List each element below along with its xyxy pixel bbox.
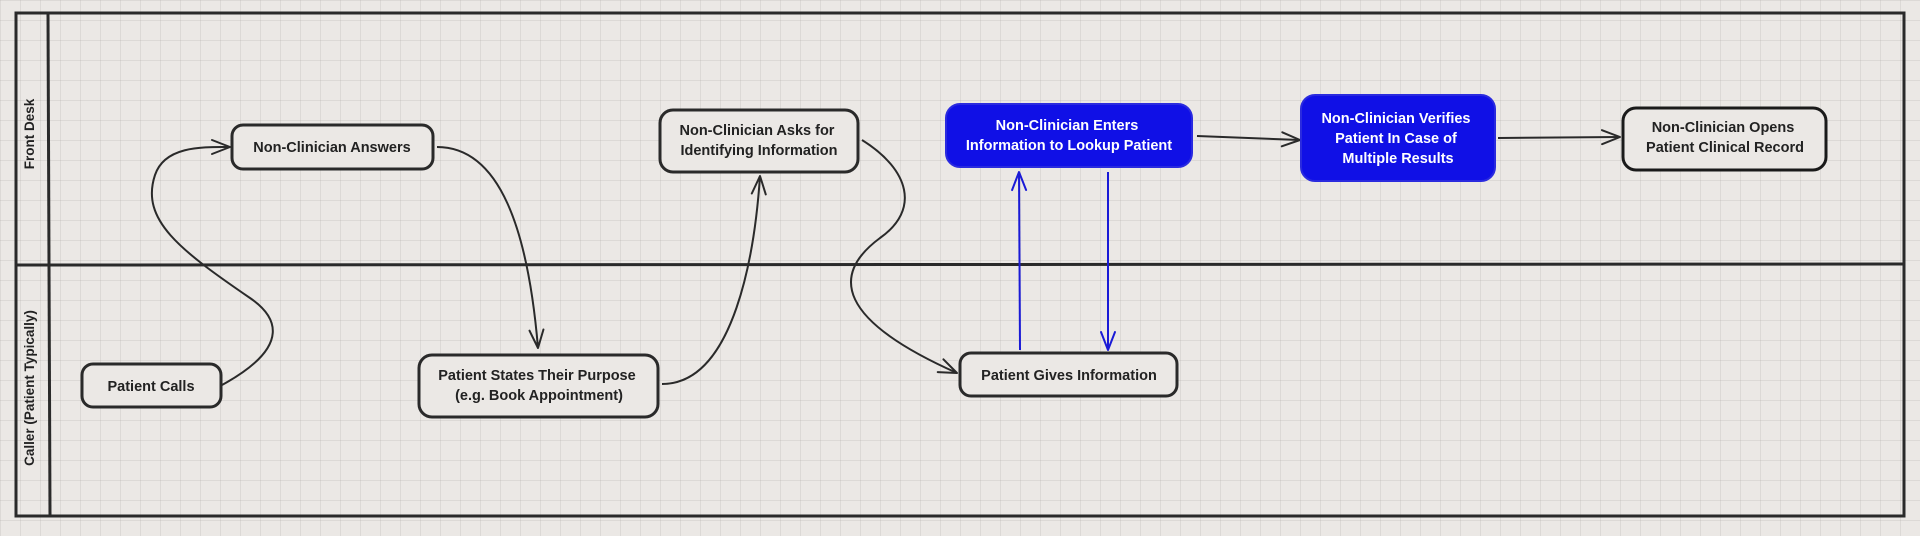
node-patient-states-purpose-line-1: Patient States Their Purpose [438,368,635,384]
edge-enters-to-verifies [1196,131,1301,148]
edge-answers-to-states-purpose [436,146,545,349]
edge-states-purpose-to-asks [661,175,767,385]
node-non-clinician-asks-line-2: Identifying Information [680,143,837,159]
node-non-clinician-verifies-line-3: Multiple Results [1342,151,1453,167]
svg-text:Non-Clinician Enters I: Non-Clinician Enters Information to Look… [966,118,1172,154]
node-non-clinician-answers-line-1: Non-Clinician Answers [253,140,410,156]
svg-text:Patient States Their Purpose: Patient States Their Purpose (e.g. Book … [438,368,639,404]
node-non-clinician-enters-line-2: Information to Lookup Patient [966,138,1172,154]
lane-label-caller: Caller (Patient Typically) [22,310,37,466]
node-non-clinician-opens-line-2: Patient Clinical Record [1646,140,1804,156]
svg-text:Patient Gives Information: Patient Gives Information [981,368,1157,384]
node-non-clinician-enters: Non-Clinician Enters Information to Look… [945,103,1193,168]
svg-text:Patient Calls: Patient Calls [107,379,194,395]
node-patient-calls: Patient Calls [80,362,223,409]
nodes: Patient Calls Non-Clinician Answers Pati… [80,94,1828,419]
edge-asks-to-patient-gives-info [850,139,958,374]
node-non-clinician-opens-line-1: Non-Clinician Opens [1652,120,1795,136]
node-non-clinician-verifies-line-1: Non-Clinician Verifies [1321,111,1470,127]
node-non-clinician-enters-line-1: Non-Clinician Enters [996,118,1139,134]
node-patient-calls-line-1: Patient Calls [107,379,194,395]
node-non-clinician-verifies-line-2: Patient In Case of [1335,131,1457,147]
svg-text:Non-Clinician Asks for: Non-Clinician Asks for Identifying Infor… [680,123,839,159]
node-non-clinician-opens: Non-Clinician Opens Patient Clinical Rec… [1621,106,1828,172]
edge-verifies-to-opens [1497,129,1621,146]
node-non-clinician-asks-line-1: Non-Clinician Asks for [680,123,835,139]
node-non-clinician-answers: Non-Clinician Answers [230,123,435,171]
lane-front-desk: Front Desk [22,98,37,169]
edge-patient-gives-info-to-enters [1011,171,1028,351]
node-patient-states-purpose-line-2: (e.g. Book Appointment) [455,388,623,404]
edges [150,129,1621,386]
edge-patient-calls-to-answers [150,138,274,386]
svg-text:Non-Clinician Answers: Non-Clinician Answers [253,140,410,156]
node-non-clinician-verifies: Non-Clinician Verifies Patient In Case o… [1300,94,1496,182]
node-patient-states-purpose: Patient States Their Purpose (e.g. Book … [417,353,660,419]
lane-caller: Caller (Patient Typically) [22,310,37,466]
svg-text:Non-Clinician Opens Pa: Non-Clinician Opens Patient Clinical Rec… [1646,120,1804,156]
node-patient-gives-info: Patient Gives Information [958,351,1179,398]
node-non-clinician-asks: Non-Clinician Asks for Identifying Infor… [658,108,860,174]
node-patient-gives-info-line-1: Patient Gives Information [981,368,1157,384]
svg-text:Non-Clinician Verifies: Non-Clinician Verifies Patient In Case o… [1321,111,1474,167]
swimlane-frame [14,11,1906,518]
lane-label-front-desk: Front Desk [22,98,37,169]
